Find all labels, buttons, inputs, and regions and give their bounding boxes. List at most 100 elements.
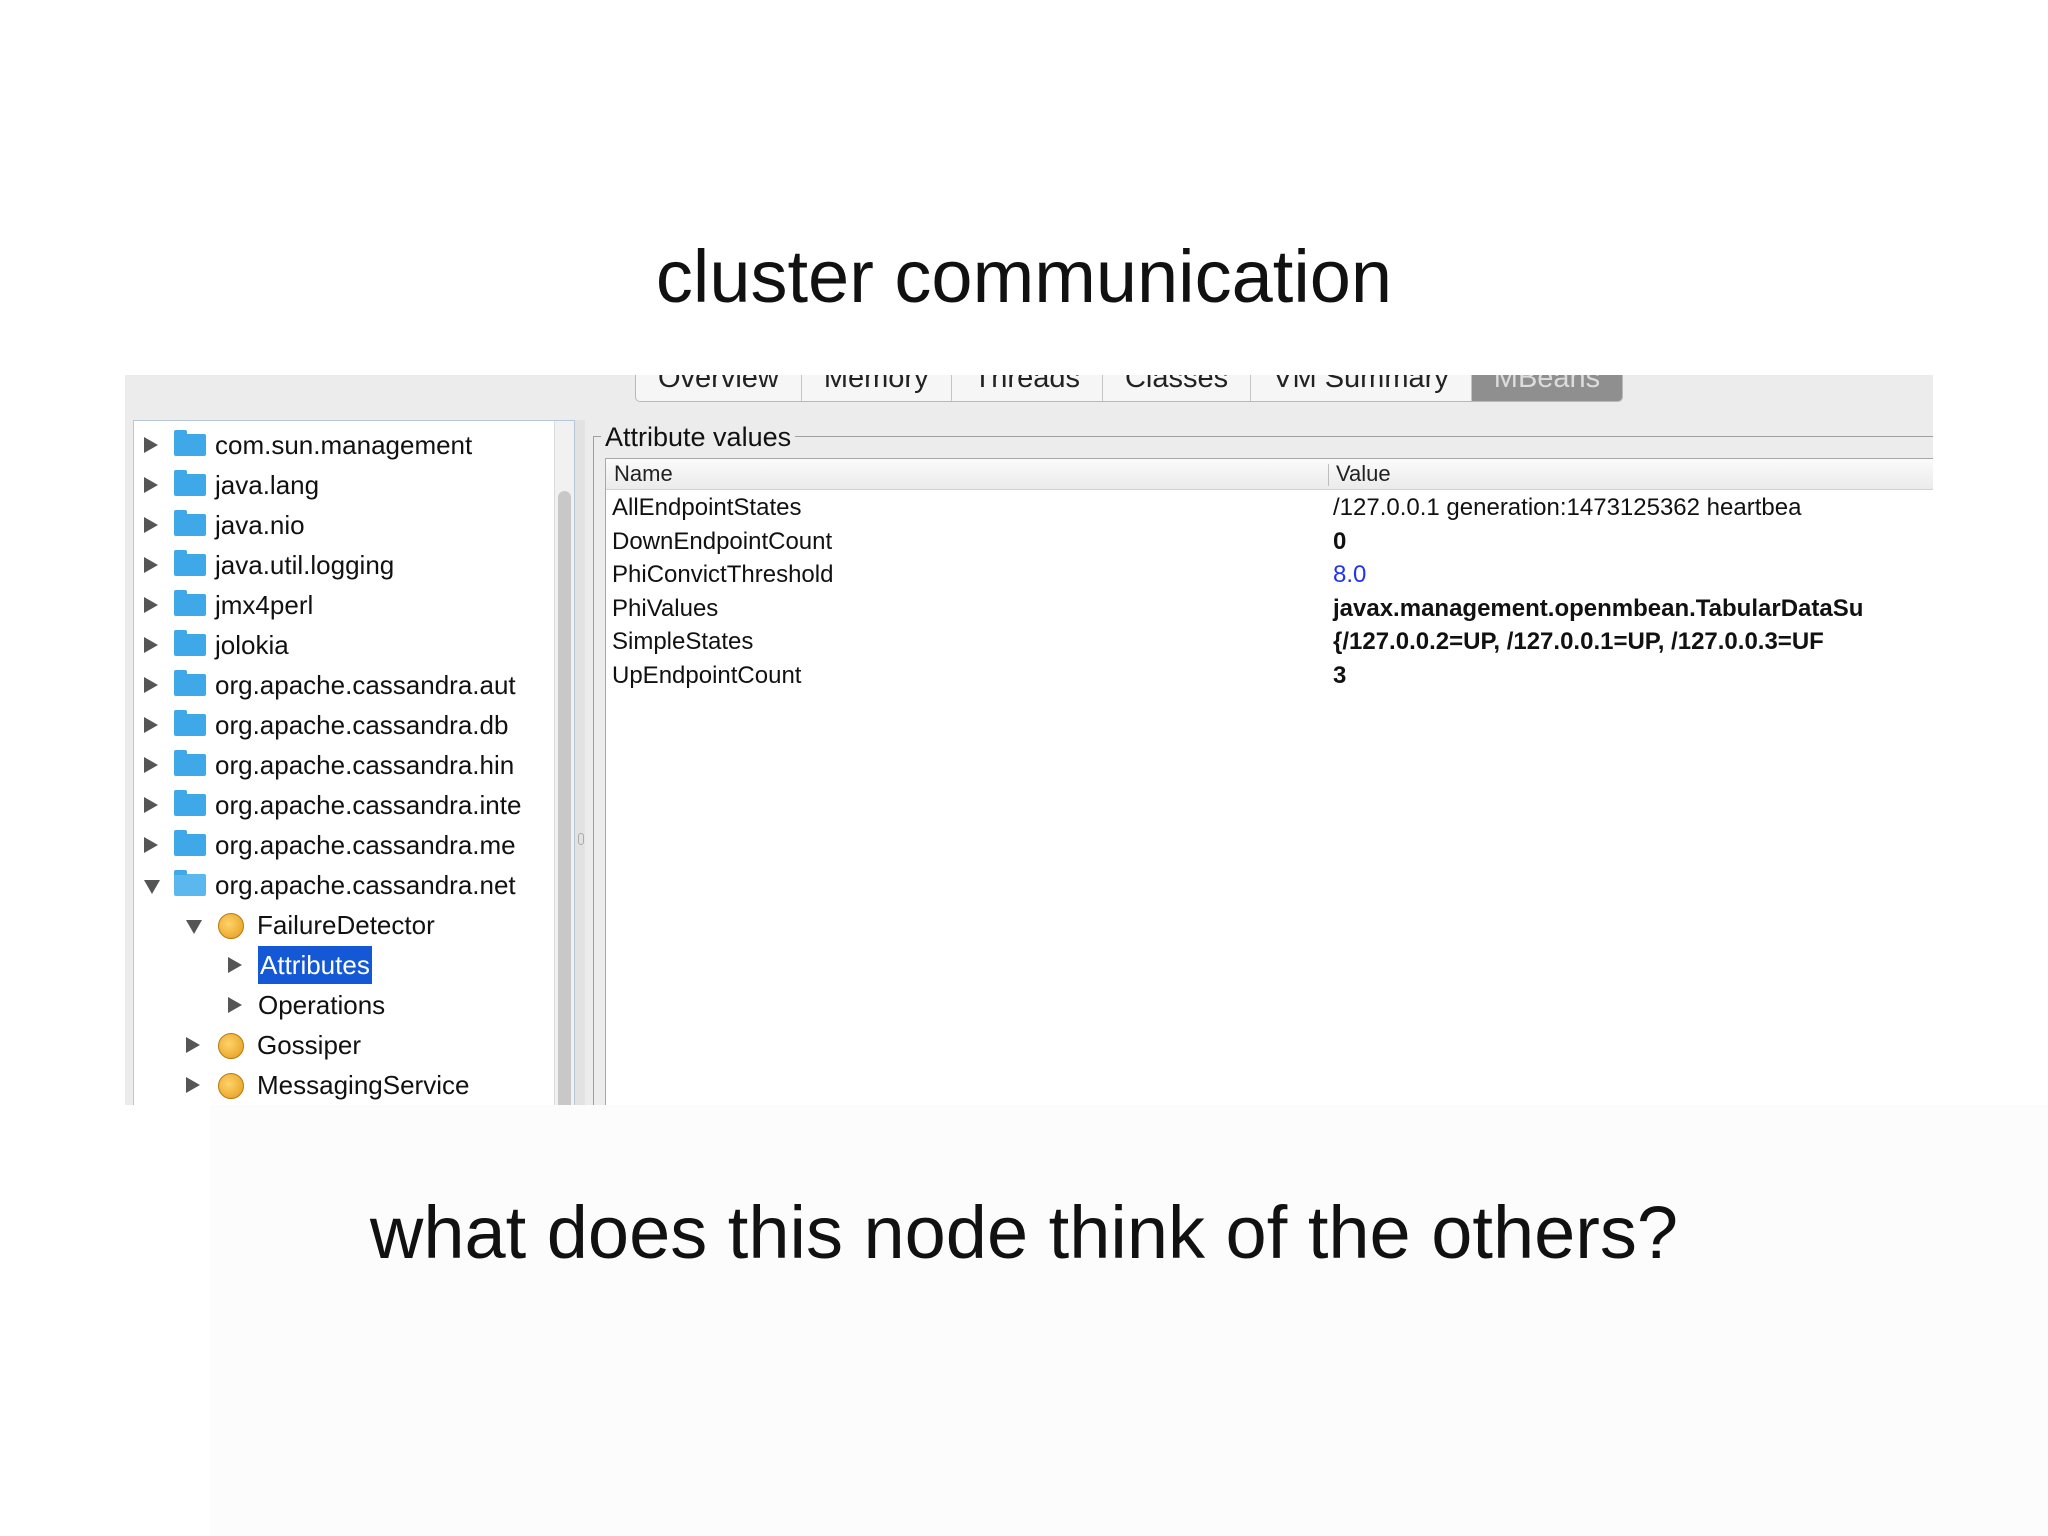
collapsed-arrow-icon[interactable] — [144, 637, 158, 653]
tree-item[interactable]: org.apache.cassandra.inte — [134, 785, 554, 825]
collapsed-arrow-icon[interactable] — [186, 1037, 200, 1053]
tree-item[interactable]: Operations — [134, 985, 554, 1025]
tree-item-label: Operations — [258, 990, 386, 1020]
attribute-value[interactable]: 8.0 — [1333, 561, 1367, 588]
tree-item[interactable]: jolokia — [134, 625, 554, 665]
column-header-name[interactable]: Name — [614, 461, 673, 486]
collapsed-arrow-icon[interactable] — [144, 757, 158, 773]
slide-background-tint — [210, 1105, 2048, 1536]
tree-item[interactable]: FailureDetector — [134, 905, 554, 945]
tree-item-label: org.apache.cassandra.me — [215, 830, 516, 860]
attribute-values-title: Attribute values — [601, 420, 796, 454]
attribute-table: Name Value AllEndpointStates/127.0.0.1 g… — [605, 458, 1933, 1105]
tab-memory[interactable]: Memory — [802, 375, 952, 401]
attribute-name: DownEndpointCount — [612, 527, 833, 555]
column-header-value[interactable]: Value — [1336, 461, 1391, 486]
attribute-name: PhiValues — [612, 594, 719, 622]
folder-icon — [174, 550, 206, 576]
attribute-name: PhiConvictThreshold — [612, 561, 834, 588]
tree-item[interactable]: org.apache.cassandra.db — [134, 705, 554, 745]
table-row[interactable]: AllEndpointStates/127.0.0.1 generation:1… — [606, 491, 1933, 525]
tree-item[interactable]: Gossiper — [134, 1025, 554, 1065]
tree-item[interactable]: MessagingService — [134, 1065, 554, 1105]
tab-mbeans[interactable]: MBeans — [1471, 375, 1623, 401]
mbean-icon — [218, 1033, 244, 1059]
folder-icon — [174, 430, 206, 456]
tree-item-label: java.lang — [215, 470, 320, 500]
tab-threads[interactable]: Threads — [952, 375, 1103, 401]
tree-item[interactable]: java.lang — [134, 465, 554, 505]
tab-overview[interactable]: Overview — [636, 375, 802, 401]
tree-item-label: org.apache.cassandra.inte — [215, 790, 522, 820]
attribute-value: javax.management.openmbean.TabularDataSu — [1333, 594, 1864, 622]
tree-item-label: Attributes — [258, 946, 372, 984]
tab-classes[interactable]: Classes — [1103, 375, 1252, 401]
split-pane-grip-icon — [578, 833, 584, 845]
tree-item[interactable]: org.apache.cassandra.hin — [134, 745, 554, 785]
mbean-tree: com.sun.management java.lang java.nio java.… — [133, 420, 575, 1105]
folder-icon — [174, 670, 206, 696]
tab-vm-summary[interactable]: VM Summary — [1251, 375, 1472, 401]
table-row[interactable]: SimpleStates {/127.0.0.2=UP, /127.0.0.1=U… — [606, 625, 1933, 659]
tree-item[interactable]: Attributes — [134, 945, 554, 985]
tree-item-label: java.nio — [215, 510, 305, 540]
column-divider[interactable] — [1328, 464, 1329, 486]
slide-caption: what does this node think of the others? — [369, 1191, 1679, 1274]
slide-title: cluster communication — [655, 235, 1393, 318]
tree-item[interactable]: jmx4perl — [134, 585, 554, 625]
attribute-value: /127.0.0.1 generation:1473125362 heartbe… — [1333, 494, 1802, 521]
table-row[interactable]: PhiConvictThreshold 8.0 — [606, 558, 1933, 592]
folder-icon — [174, 830, 206, 856]
collapsed-arrow-icon[interactable] — [144, 437, 158, 453]
collapsed-arrow-icon[interactable] — [144, 797, 158, 813]
attribute-value: {/127.0.0.2=UP, /127.0.0.1=UP, /127.0.0.… — [1333, 628, 1824, 655]
expanded-arrow-icon[interactable] — [144, 880, 160, 894]
folder-icon — [174, 470, 206, 496]
tree-item-label: FailureDetector — [257, 910, 435, 940]
attribute-values-group — [593, 436, 1933, 1105]
mbean-icon — [218, 1073, 244, 1099]
tree-item[interactable]: com.sun.management — [134, 425, 554, 465]
tree-item[interactable]: java.util.logging — [134, 545, 554, 585]
folder-icon — [174, 790, 206, 816]
collapsed-arrow-icon[interactable] — [144, 517, 158, 533]
collapsed-arrow-icon[interactable] — [186, 1077, 200, 1093]
table-row[interactable]: DownEndpointCount 0 — [606, 525, 1933, 559]
attribute-value: 0 — [1333, 527, 1347, 555]
split-pane-divider[interactable] — [575, 420, 585, 1105]
collapsed-arrow-icon[interactable] — [144, 597, 158, 613]
collapsed-arrow-icon[interactable] — [228, 997, 242, 1013]
mbean-icon — [218, 913, 244, 939]
jconsole-window: Overview Memory Threads Classes VM Summa… — [125, 375, 1933, 1105]
collapsed-arrow-icon[interactable] — [144, 557, 158, 573]
collapsed-arrow-icon[interactable] — [144, 477, 158, 493]
collapsed-arrow-icon[interactable] — [144, 677, 158, 693]
attribute-name: SimpleStates — [612, 628, 754, 655]
tree-item-label: java.util.logging — [215, 550, 395, 580]
tree-item-label: org.apache.cassandra.aut — [215, 670, 516, 700]
tab-bar: Overview Memory Threads Classes VM Summa… — [635, 375, 1624, 402]
folder-icon — [174, 710, 206, 736]
folder-icon — [174, 590, 206, 616]
collapsed-arrow-icon[interactable] — [228, 957, 242, 973]
collapsed-arrow-icon[interactable] — [144, 837, 158, 853]
folder-icon — [174, 630, 206, 656]
tree-item[interactable]: java.nio — [134, 505, 554, 545]
tree-item-label: org.apache.cassandra.hin — [215, 750, 515, 780]
tree-item-label: org.apache.cassandra.net — [215, 870, 516, 900]
tree-item-label: org.apache.cassandra.db — [215, 710, 509, 740]
tree-item[interactable]: org.apache.cassandra.aut — [134, 665, 554, 705]
collapsed-arrow-icon[interactable] — [144, 717, 158, 733]
tree-item[interactable]: org.apache.cassandra.me — [134, 825, 554, 865]
tree-item[interactable]: org.apache.cassandra.net — [134, 865, 554, 905]
expanded-arrow-icon[interactable] — [186, 920, 202, 934]
table-row[interactable]: PhiValues javax.management.openmbean.Tabu… — [606, 592, 1933, 626]
tree-item-label: Gossiper — [257, 1030, 362, 1060]
attribute-panel: Attribute values Name Value AllEndpointS… — [587, 420, 1933, 1105]
tree-item-label: jolokia — [215, 630, 289, 660]
tree-scrollbar-thumb[interactable] — [558, 491, 571, 1105]
tree-item-label: MessagingService — [257, 1070, 470, 1100]
tree-item-label: com.sun.management — [215, 430, 473, 460]
tree-item-label: jmx4perl — [215, 590, 314, 620]
